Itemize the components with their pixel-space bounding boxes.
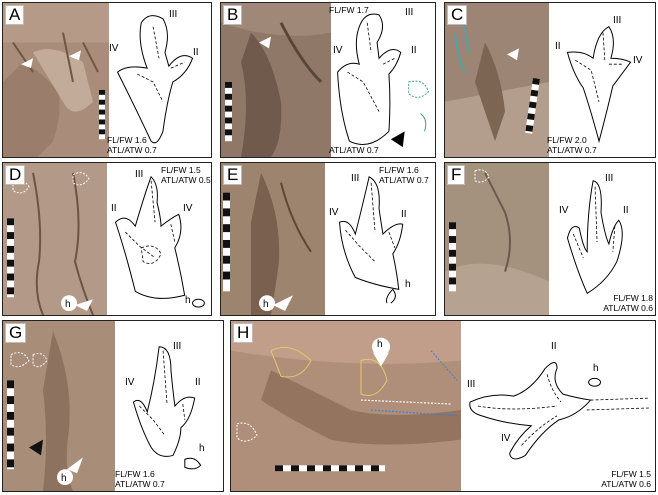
digit-label-III: III <box>405 7 414 18</box>
ratio-labels: FL/FW 1.6 ATL/ATW 0.7 <box>379 165 429 185</box>
h-marker: h <box>377 339 383 350</box>
fl-fw-ratio: FL/FW 1.6 <box>107 135 147 145</box>
panel-g: h III IV II h FL/FW 1.6 ATL/ATW 0.7 G <box>2 320 224 492</box>
h-marker: h <box>263 299 269 310</box>
track-photo-d: h <box>3 163 107 315</box>
h-label: h <box>185 295 191 306</box>
digit-label-IV: IV <box>559 205 569 216</box>
track-photo-g: h <box>3 321 115 491</box>
panel-letter: B <box>223 5 243 25</box>
digit-label-III: III <box>351 173 360 184</box>
ratio-labels: FL/FW 1.5 ATL/ATW 0.6 <box>601 469 651 489</box>
ratio-labels: FL/FW 1.6 ATL/ATW 0.7 <box>115 469 165 489</box>
panel-letter: E <box>223 165 243 185</box>
atl-atw-ratio: ATL/ATW 0.6 <box>603 303 653 313</box>
digit-label-IV: IV <box>501 433 511 444</box>
ratio-labels: FL/FW 1.6 ATL/ATW 0.7 <box>107 135 157 155</box>
panel-letter: D <box>5 165 26 185</box>
panel-b: III IV II FL/FW 1.7 ATL/ATW 0.7 B <box>220 2 436 158</box>
digit-label-III: III <box>613 15 622 26</box>
track-photo-f <box>445 163 549 315</box>
digit-label-IV: IV <box>333 45 343 56</box>
digit-label-IV: IV <box>633 55 643 66</box>
digit-label-III: III <box>605 173 614 184</box>
track-drawing-e: III IV II h FL/FW 1.6 ATL/ATW 0.7 <box>325 163 435 315</box>
digit-label-II: II <box>195 377 201 388</box>
atl-atw-ratio: ATL/ATW 0.7 <box>329 145 379 155</box>
h-marker: h <box>61 473 67 484</box>
fl-fw-ratio: FL/FW 1.6 <box>115 469 155 479</box>
h-label: h <box>199 443 205 454</box>
track-photo-h: h <box>231 321 461 491</box>
digit-label-III: III <box>467 379 476 390</box>
digit-label-II: II <box>193 47 199 58</box>
fl-fw-ratio: FL/FW 1.7 <box>329 5 369 15</box>
ratio-labels: FL/FW 1.8 ATL/ATW 0.6 <box>603 293 653 313</box>
digit-label-IV: IV <box>125 377 135 388</box>
track-drawing-f: III IV II FL/FW 1.8 ATL/ATW 0.6 <box>547 163 655 315</box>
track-drawing-a: III IV II FL/FW 1.6 ATL/ATW 0.7 <box>107 3 211 157</box>
panel-f: III IV II FL/FW 1.8 ATL/ATW 0.6 F <box>444 162 656 316</box>
digit-label-IV: IV <box>329 207 339 218</box>
atl-atw-ratio: ATL/ATW 0.7 <box>379 175 429 185</box>
digit-label-IV: IV <box>109 43 119 54</box>
ratio-labels: FL/FW 2.0 ATL/ATW 0.7 <box>547 135 597 155</box>
digit-label-II: II <box>555 41 561 52</box>
h-label: h <box>593 363 599 374</box>
track-drawing-c: III II IV FL/FW 2.0 ATL/ATW 0.7 <box>547 3 655 157</box>
panel-letter: A <box>5 5 25 25</box>
track-drawing-h: II III IV h FL/FW 1.5 ATL/ATW 0.6 <box>461 321 655 491</box>
digit-label-II: II <box>411 45 417 56</box>
fl-fw-ratio: FL/FW 1.5 <box>611 469 651 479</box>
ratio-labels: FL/FW 1.5 ATL/ATW 0.5 <box>161 165 211 185</box>
panel-letter: G <box>5 323 27 343</box>
track-photo-c <box>445 3 549 157</box>
panel-letter: F <box>447 165 466 185</box>
track-photo-a <box>3 3 109 157</box>
h-marker: h <box>65 299 71 310</box>
digit-label-III: III <box>135 169 144 180</box>
track-drawing-b: III IV II FL/FW 1.7 ATL/ATW 0.7 <box>329 3 435 157</box>
atl-atw-ratio: ATL/ATW 0.5 <box>161 175 211 185</box>
panel-d: h III II IV h FL/FW 1.5 ATL/ATW 0.5 D <box>2 162 212 316</box>
track-drawing-g: III IV II h FL/FW 1.6 ATL/ATW 0.7 <box>115 321 223 491</box>
panel-c: III II IV FL/FW 2.0 ATL/ATW 0.7 C <box>444 2 656 158</box>
panel-letter: H <box>233 323 254 343</box>
atl-atw-ratio: ATL/ATW 0.7 <box>107 145 157 155</box>
panel-a: III IV II FL/FW 1.6 ATL/ATW 0.7 A <box>2 2 212 158</box>
digit-label-II: II <box>623 205 629 216</box>
digit-label-II: II <box>111 203 117 214</box>
h-label: h <box>405 279 411 290</box>
panel-e: h III IV II h FL/FW 1.6 ATL/ATW 0.7 E <box>220 162 436 316</box>
fl-fw-ratio: FL/FW 2.0 <box>547 135 587 145</box>
digit-label-IV: IV <box>183 203 193 214</box>
digit-label-II: II <box>551 341 557 352</box>
fl-fw-ratio: FL/FW 1.8 <box>613 293 653 303</box>
digit-label-III: III <box>169 9 178 20</box>
track-photo-b <box>221 3 331 157</box>
panel-letter: C <box>447 5 468 25</box>
fl-fw-ratio: FL/FW 1.6 <box>379 165 419 175</box>
digit-label-II: II <box>401 209 407 220</box>
track-drawing-d: III II IV h FL/FW 1.5 ATL/ATW 0.5 <box>105 163 211 315</box>
track-photo-e: h <box>221 163 325 315</box>
panel-h: h II III IV h FL/FW 1.5 ATL/ATW 0.6 H <box>230 320 656 492</box>
digit-label-III: III <box>173 341 182 352</box>
atl-atw-ratio: ATL/ATW 0.7 <box>547 145 597 155</box>
fl-fw-ratio: FL/FW 1.5 <box>161 165 201 175</box>
atl-atw-ratio: ATL/ATW 0.6 <box>601 479 651 489</box>
atl-atw-ratio: ATL/ATW 0.7 <box>115 479 165 489</box>
